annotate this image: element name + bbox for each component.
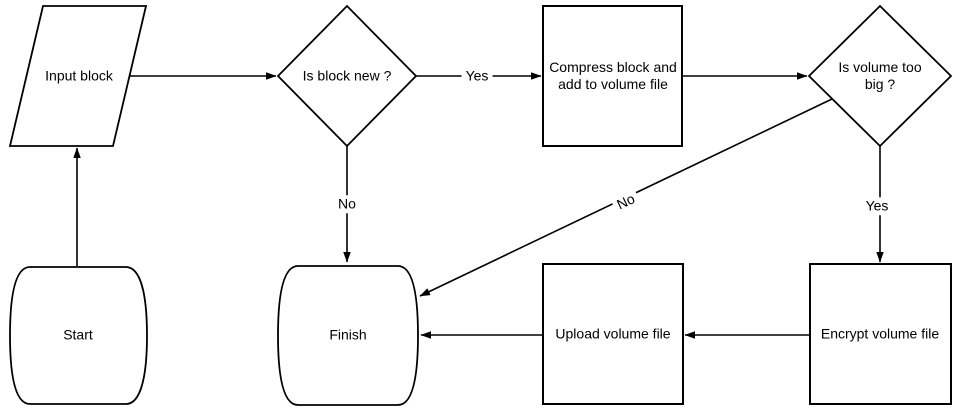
input-block-label: Input block — [45, 67, 113, 84]
is-volume-too-big-label: Is volume too big ? — [838, 58, 922, 92]
start-label: Start — [63, 326, 93, 343]
edge-label-volume-big-yes: Yes — [861, 197, 893, 215]
is-block-new-label: Is block new ? — [302, 67, 392, 84]
finish-label: Finish — [329, 326, 367, 343]
input-block-parallelogram — [8, 5, 148, 147]
upload-volume-file-label: Upload volume file — [555, 325, 671, 342]
start-terminator-shape — [9, 266, 148, 405]
is-block-new-diamond — [276, 4, 418, 148]
encrypt-volume-file-rect — [809, 263, 952, 405]
is-volume-too-big-diamond — [807, 4, 953, 148]
edge-label-block-new-yes: Yes — [461, 67, 493, 85]
compress-block-rect — [542, 5, 683, 147]
compress-block-label: Compress block and add to volume file — [549, 58, 677, 92]
edge-label-block-new-no: No — [334, 195, 360, 213]
encrypt-volume-file-label: Encrypt volume file — [820, 325, 940, 342]
upload-volume-file-rect — [542, 263, 684, 405]
finish-terminator-shape — [277, 265, 419, 406]
